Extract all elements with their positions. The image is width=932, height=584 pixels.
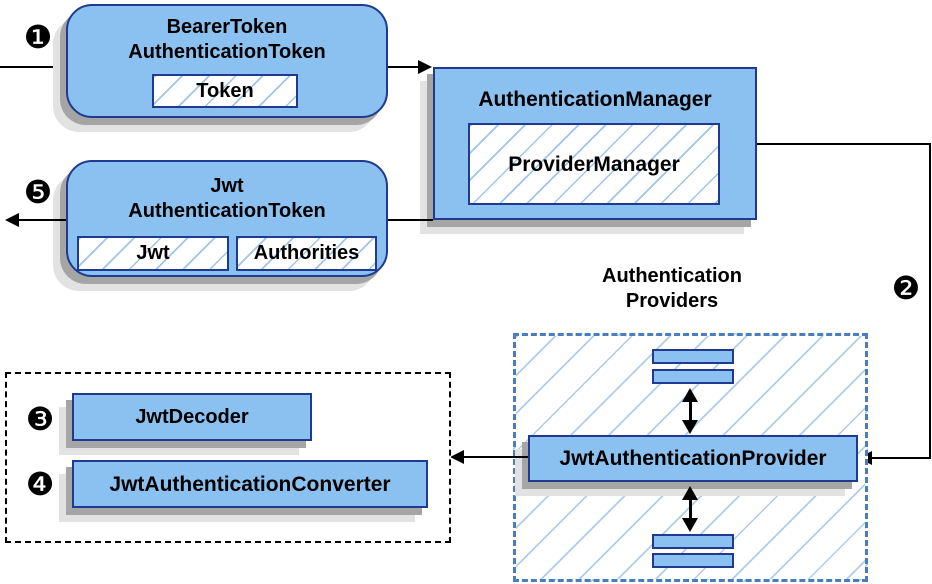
provider-top-doublearrow-icon <box>682 388 698 434</box>
provider-stack-bar <box>652 369 734 384</box>
jwt-authentication-converter-node: JwtAuthenticationConverter <box>72 460 428 508</box>
bearer-to-manager-arrowhead-icon <box>418 60 432 74</box>
outgoing-result-arrowhead-icon <box>5 213 19 227</box>
jwt-chip: Jwt <box>77 236 229 271</box>
jwt-decoder-node: JwtDecoder <box>72 393 312 441</box>
manager-to-jwt-token-line <box>388 219 433 221</box>
outgoing-result-line <box>18 219 66 221</box>
bearer-token-title-line2: AuthenticationToken <box>128 41 326 63</box>
authentication-manager-node: AuthenticationManager ProviderManager <box>433 67 757 220</box>
jwt-token-title-line1: Jwt <box>210 175 244 197</box>
provider-to-converter-arrowhead-icon <box>450 450 464 464</box>
authentication-providers-heading: Authentication Providers <box>552 264 792 314</box>
authentication-manager-title: AuthenticationManager <box>478 88 712 111</box>
step-4-badge: ❹ <box>25 465 55 503</box>
provider-stack-bar <box>652 349 734 364</box>
provider-stack-bar <box>652 534 734 549</box>
manager-to-provider-line-right <box>929 143 931 459</box>
bearer-to-manager-line <box>388 66 419 68</box>
manager-to-provider-line-bottom <box>872 457 930 459</box>
step-1-badge: ❶ <box>23 18 53 56</box>
provider-manager-chip: ProviderManager <box>468 123 720 205</box>
jwt-authentication-provider-node: JwtAuthenticationProvider <box>528 435 858 482</box>
jwt-authentication-token-node: Jwt AuthenticationToken Jwt Authorities <box>66 160 388 277</box>
manager-to-provider-line-top <box>757 143 931 145</box>
bearer-token-title-line1: BearerToken <box>166 16 288 38</box>
token-chip: Token <box>152 74 298 108</box>
authentication-providers-heading-line2: Providers <box>625 290 719 312</box>
provider-bottom-doublearrow-icon <box>682 486 698 532</box>
provider-to-converter-line <box>464 456 528 458</box>
jwt-token-title-line2: AuthenticationToken <box>128 200 326 222</box>
provider-stack-bar <box>652 553 734 568</box>
step-5-badge: ❺ <box>23 173 53 211</box>
step-2-badge: ❷ <box>891 269 921 307</box>
incoming-request-line <box>0 66 66 68</box>
bearer-token-authentication-token-node: BearerToken AuthenticationToken Token <box>66 4 388 118</box>
step-3-badge: ❸ <box>25 400 55 438</box>
authentication-providers-heading-line1: Authentication <box>602 265 742 287</box>
authorities-chip: Authorities <box>236 236 377 271</box>
